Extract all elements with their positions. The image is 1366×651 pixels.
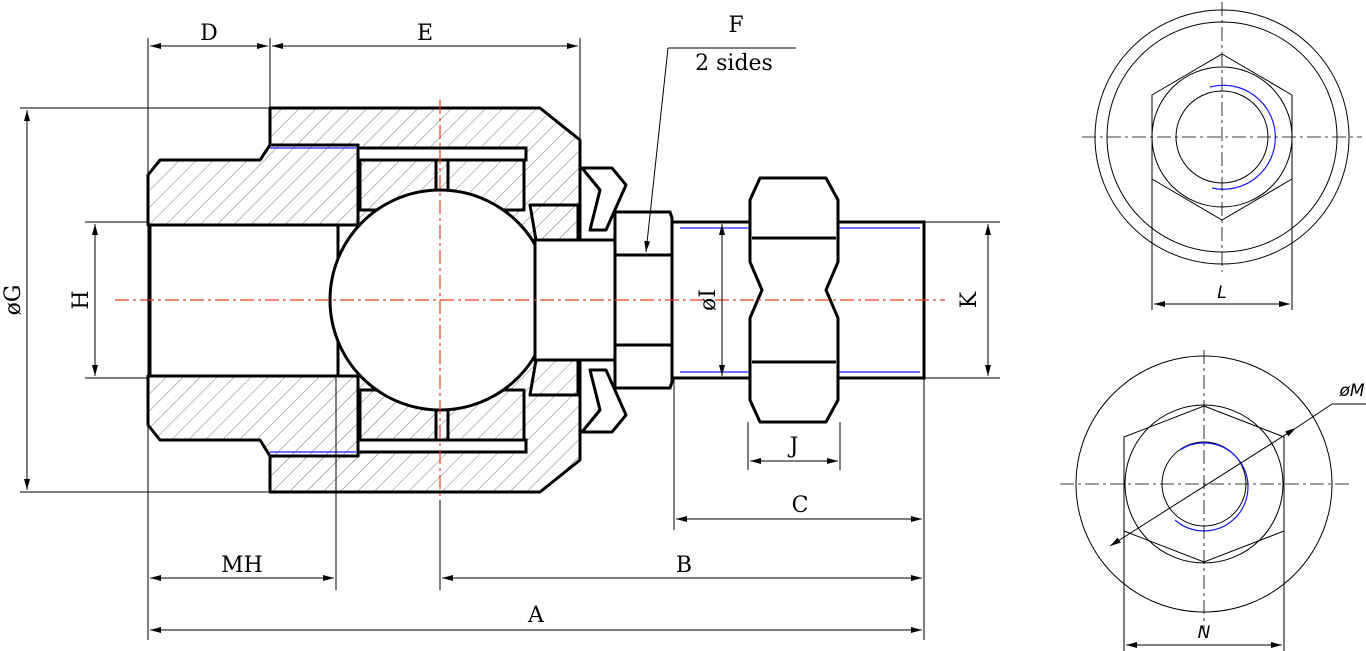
dim-F-note: 2 sides bbox=[695, 51, 773, 76]
end-view-bottom: øM N bbox=[1060, 350, 1366, 651]
boot-bottom bbox=[580, 368, 628, 434]
seal-ring-top bbox=[528, 203, 580, 242]
dim-N-label: N bbox=[1198, 623, 1211, 643]
dim-G-label: øG bbox=[1, 285, 26, 316]
dim-J-label: J bbox=[788, 434, 799, 459]
section-view bbox=[115, 100, 945, 500]
race-frame-bottom bbox=[356, 438, 528, 454]
dim-B-label: B bbox=[676, 553, 692, 578]
dim-I-label: øI bbox=[696, 289, 721, 311]
dim-F-label: F bbox=[728, 13, 743, 38]
threaded-shank bbox=[146, 143, 360, 227]
end-view-top: L bbox=[1082, 2, 1362, 310]
dim-H-label: H bbox=[69, 290, 94, 309]
dim-M-line bbox=[1109, 427, 1297, 547]
dim-E-label: E bbox=[417, 21, 433, 46]
dim-L-label: L bbox=[1217, 283, 1226, 303]
dim-A-label: A bbox=[527, 603, 545, 628]
dim-M-label: øM bbox=[1338, 381, 1364, 401]
dim-K-label: K bbox=[957, 291, 982, 308]
boot-top bbox=[580, 166, 628, 232]
dim-D-label: D bbox=[200, 21, 218, 46]
dim-F-leader bbox=[644, 47, 669, 253]
seal-ring-bottom bbox=[528, 358, 580, 397]
threaded-shank-lower bbox=[146, 374, 360, 458]
dim-MH-label: MH bbox=[221, 553, 263, 578]
race-frame-top bbox=[356, 146, 528, 162]
dimensions: D E F 2 sides øG H øI K J C MH B A bbox=[1, 13, 1000, 640]
dim-C-label: C bbox=[792, 493, 809, 518]
